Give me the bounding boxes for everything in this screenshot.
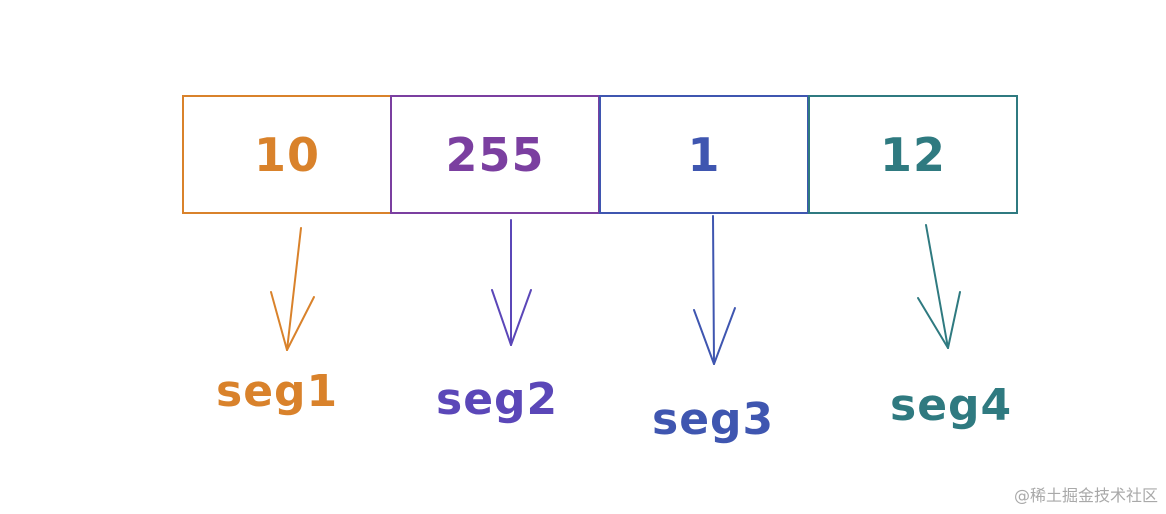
segment-label-2: seg2	[436, 374, 559, 425]
segment-box-3: 1	[599, 95, 809, 214]
segment-value-1: 10	[253, 127, 320, 182]
arrow-2	[491, 219, 532, 346]
segment-label-4: seg4	[890, 380, 1013, 431]
arrow-3	[693, 215, 736, 365]
segment-box-4: 12	[808, 95, 1018, 214]
segment-value-3: 1	[687, 127, 721, 182]
arrow-4	[917, 224, 961, 349]
segment-box-1: 10	[182, 95, 392, 214]
segment-value-4: 12	[879, 127, 946, 182]
watermark-text: @稀土掘金技术社区	[1013, 486, 1158, 505]
segment-box-2: 255	[390, 95, 600, 214]
segment-label-3: seg3	[652, 394, 775, 445]
arrow-1	[270, 227, 315, 351]
segment-label-1: seg1	[216, 366, 339, 417]
segment-value-2: 255	[445, 127, 545, 182]
